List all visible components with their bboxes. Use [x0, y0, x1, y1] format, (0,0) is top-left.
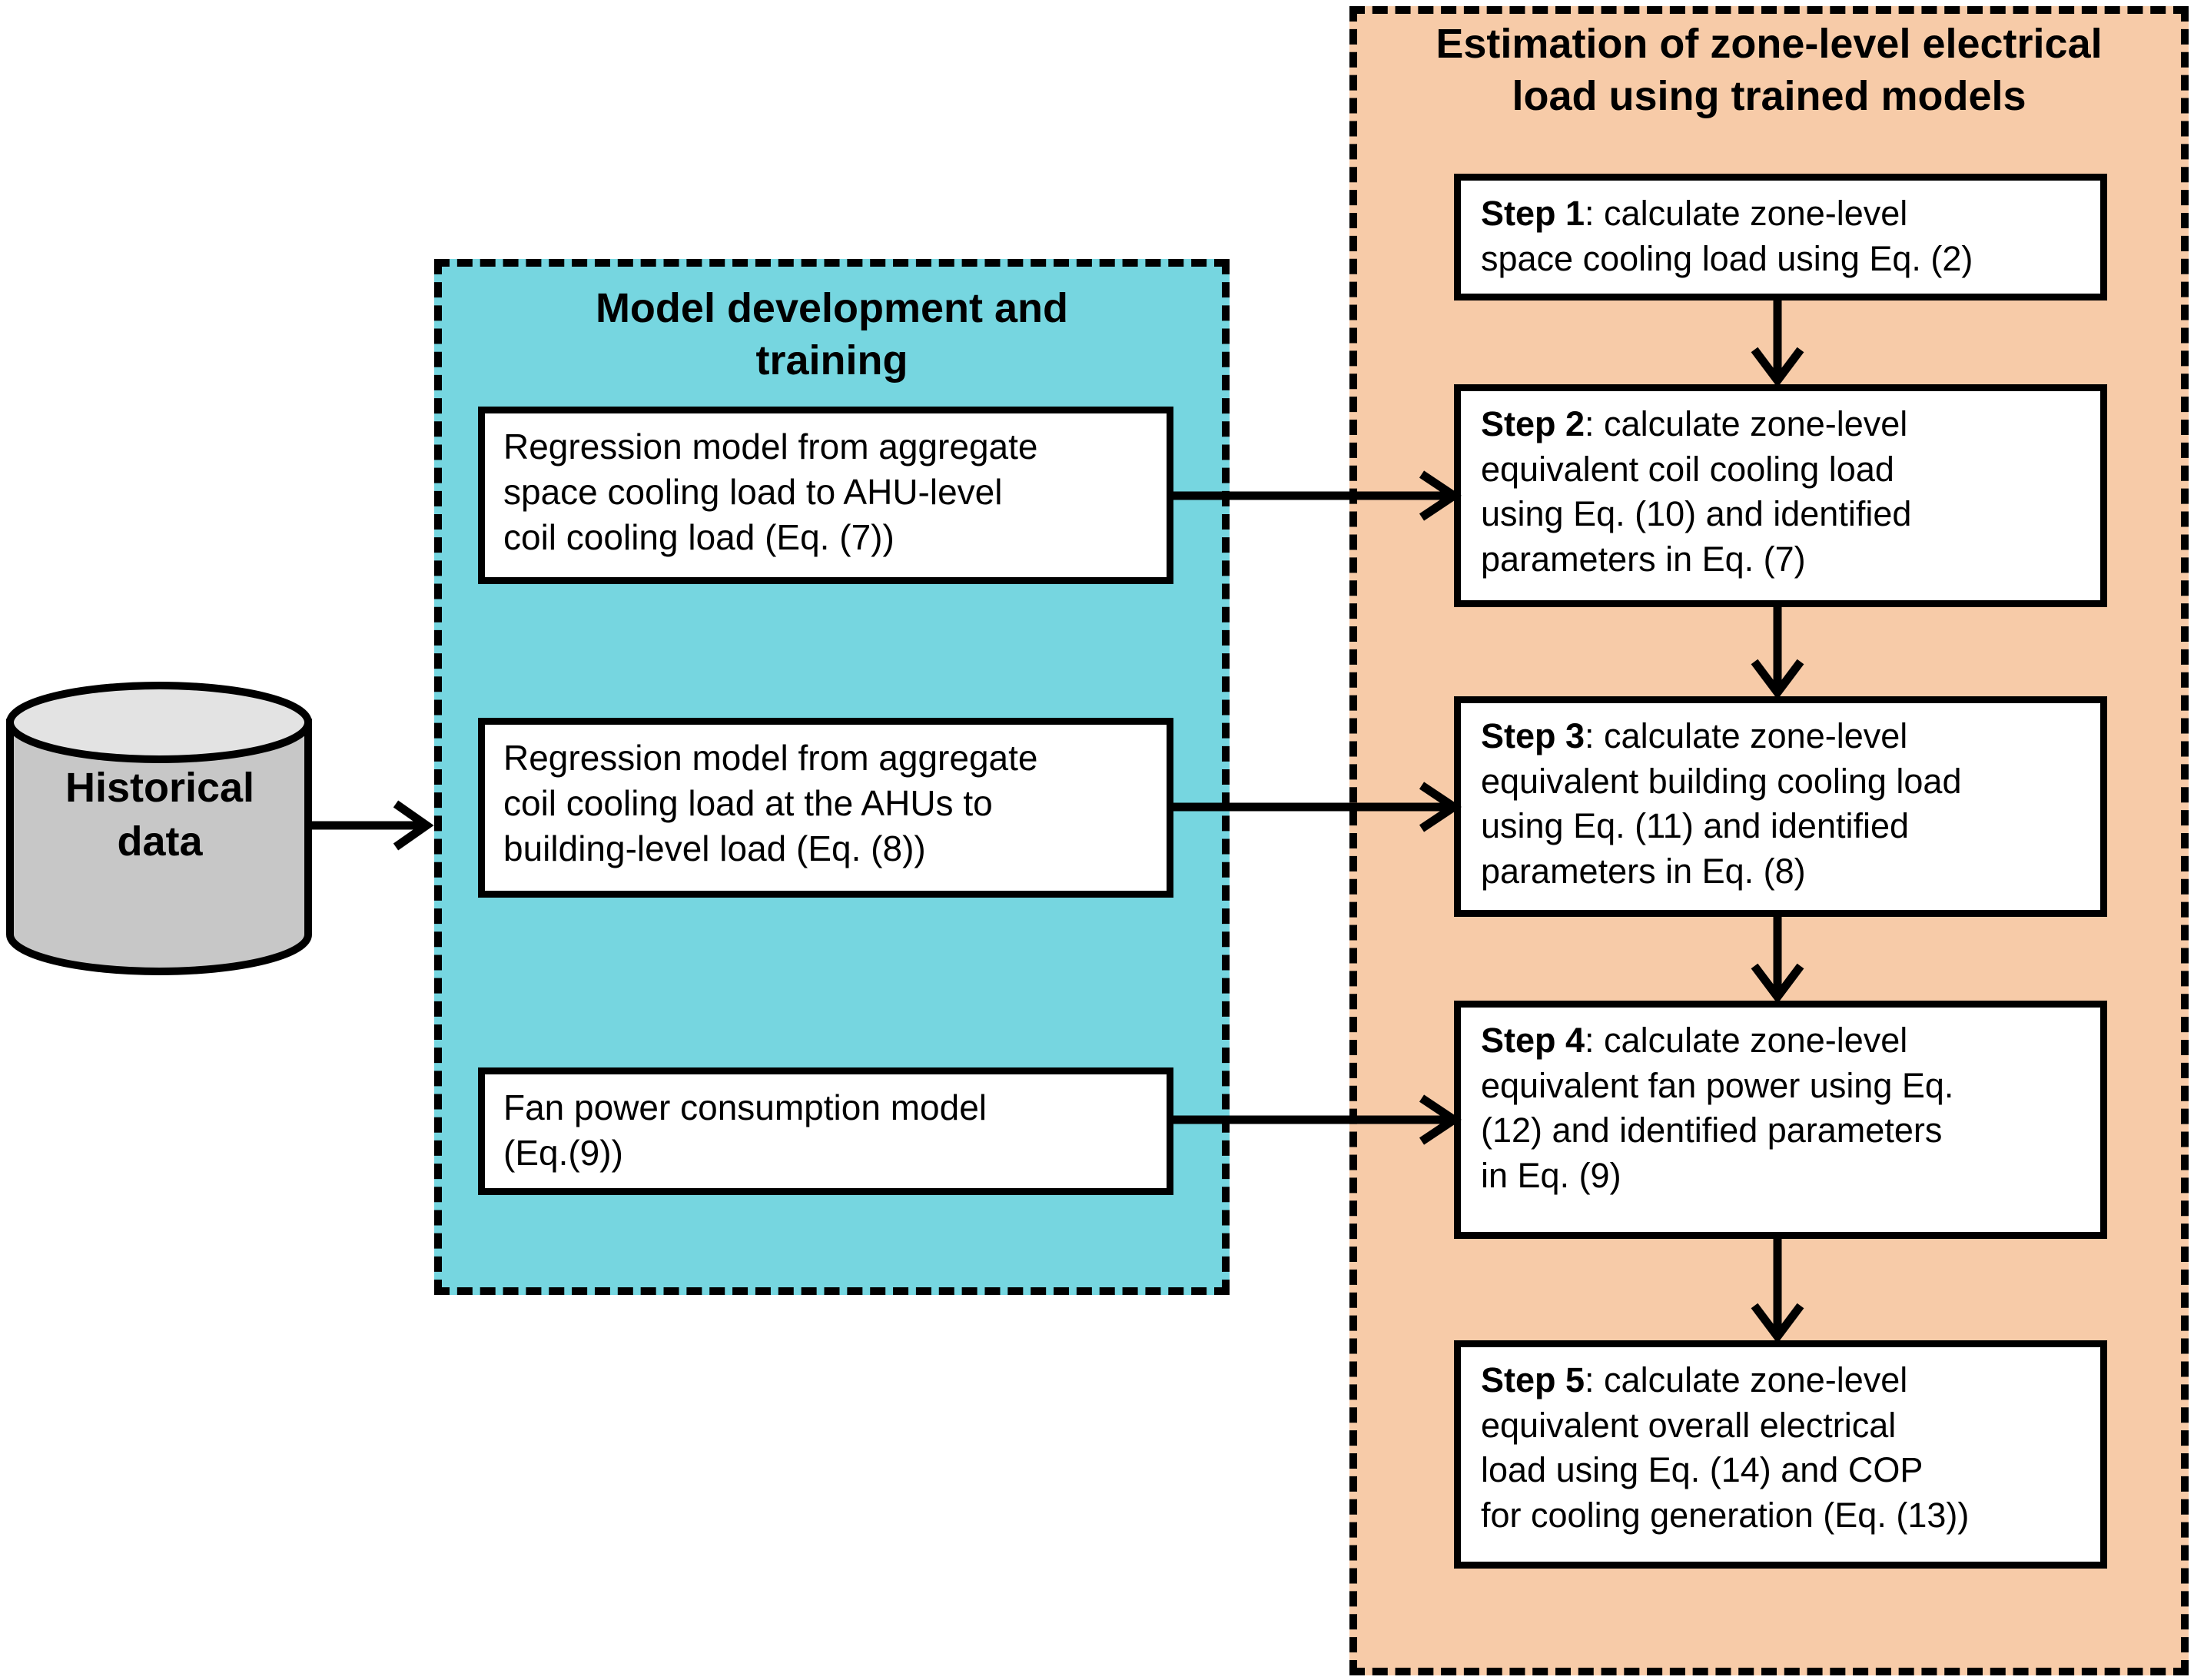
step-5-label: Step 5 [1481, 1360, 1585, 1399]
step-4-label: Step 4 [1481, 1021, 1585, 1060]
step-3-text: : calculate zone-level equivalent buildi… [1481, 716, 1962, 891]
step-2-label: Step 2 [1481, 404, 1585, 443]
step-5-text: : calculate zone-level equivalent overal… [1481, 1360, 1970, 1535]
arrow-step3-to-step4 [1751, 917, 1804, 1001]
training-section-title: Model development and training [595, 285, 1069, 383]
step-3-label: Step 3 [1481, 716, 1585, 755]
database-cylinder-icon [6, 682, 312, 975]
step-4-text: : calculate zone-level equivalent fan po… [1481, 1021, 1954, 1195]
estimation-section-title: Estimation of zone-level electrical load… [1436, 21, 2103, 119]
step-5-box: Step 5: calculate zone-level equivalent … [1454, 1340, 2107, 1569]
step-1-label: Step 1 [1481, 194, 1585, 233]
arrow-eq9-to-step4 [1173, 1094, 1462, 1145]
arrow-step2-to-step3 [1751, 607, 1804, 696]
training-box-eq8: Regression model from aggregate coil coo… [478, 718, 1173, 898]
step-3-box: Step 3: calculate zone-level equivalent … [1454, 696, 2107, 917]
arrow-eq8-to-step3 [1173, 782, 1462, 832]
step-1-text: : calculate zone-level space cooling loa… [1481, 194, 1973, 278]
arrow-step4-to-step5 [1751, 1239, 1804, 1340]
arrow-historical-to-training [311, 800, 434, 851]
historical-data-label: Historical data [65, 765, 255, 865]
arrow-eq7-to-step2 [1173, 470, 1462, 521]
step-2-text: : calculate zone-level equivalent coil c… [1481, 404, 1912, 579]
arrow-step1-to-step2 [1751, 300, 1804, 384]
step-2-box: Step 2: calculate zone-level equivalent … [1454, 384, 2107, 607]
step-1-box: Step 1: calculate zone-level space cooli… [1454, 174, 2107, 300]
step-4-box: Step 4: calculate zone-level equivalent … [1454, 1001, 2107, 1239]
training-box-eq7: Regression model from aggregate space co… [478, 407, 1173, 584]
training-box-eq9: Fan power consumption model (Eq.(9)) [478, 1067, 1173, 1195]
